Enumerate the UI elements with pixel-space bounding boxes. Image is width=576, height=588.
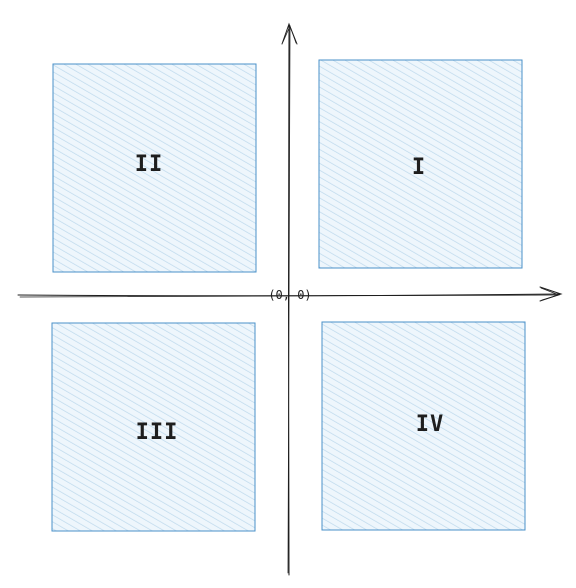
quadrant-IV-box [321,321,526,531]
quadrant-II-label: II [135,152,164,177]
quadrant-I-box [318,59,523,269]
quadrant-II-box [52,63,257,273]
quadrant-III-box [51,322,256,532]
quadrant-IV-label: IV [416,412,445,437]
quadrant-I-label: I [412,155,426,180]
x-axis [17,286,563,302]
quadrant-III-label: III [136,420,179,445]
origin-label: (0, 0) [268,288,311,302]
